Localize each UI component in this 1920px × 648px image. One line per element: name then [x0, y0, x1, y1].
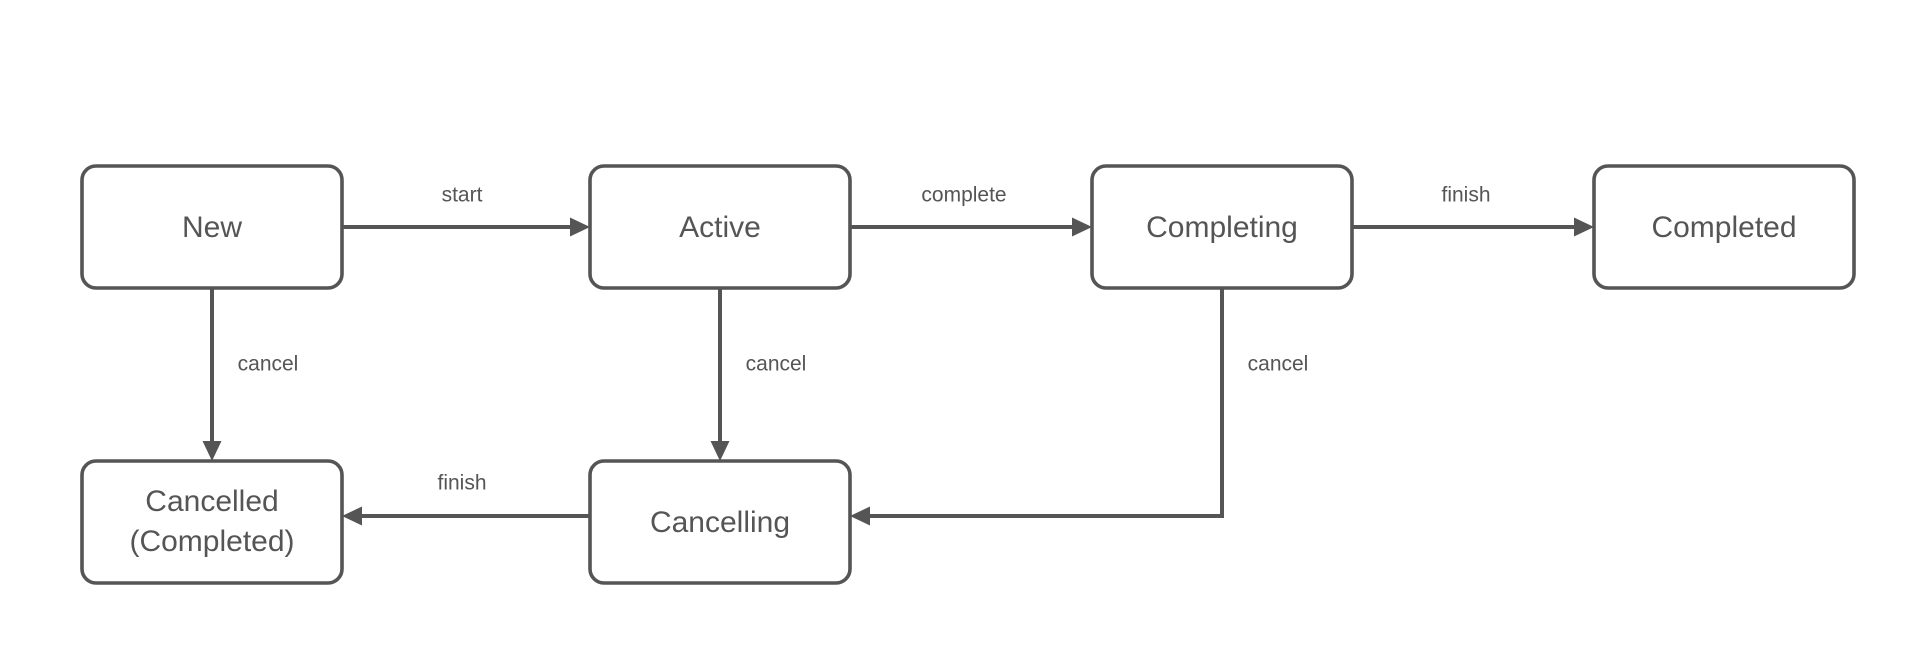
- edge-completing-cancelling: cancel: [850, 288, 1308, 526]
- state-node-cancelled-label-line2: (Completed): [129, 525, 294, 558]
- state-node-active-box[interactable]: [588, 164, 852, 290]
- edge-label-finish-bottom: finish: [437, 472, 486, 495]
- state-node-completing[interactable]: Completing: [1090, 164, 1354, 290]
- state-node-cancelled-label-line1: Cancelled: [145, 485, 278, 518]
- edge-label-cancel-new: cancel: [238, 353, 299, 376]
- edge-active-cancelling-arrowhead: [710, 441, 730, 461]
- state-node-completed-box[interactable]: [1592, 164, 1856, 290]
- state-node-completing-box[interactable]: [1090, 164, 1354, 290]
- edge-completing-completed-arrowhead: [1574, 217, 1594, 237]
- state-node-new[interactable]: New: [80, 164, 344, 290]
- edge-new-active-arrowhead: [570, 217, 590, 237]
- state-node-cancelled-box[interactable]: [80, 459, 344, 585]
- edge-label-start: start: [442, 184, 483, 207]
- edge-active-completing: complete: [850, 184, 1092, 237]
- state-node-completed-label: Completed: [1651, 211, 1796, 244]
- state-node-cancelling[interactable]: Cancelling: [588, 459, 852, 585]
- edge-new-cancelled-arrowhead: [202, 441, 222, 461]
- edge-active-cancelling: cancel: [710, 288, 807, 461]
- edge-completing-cancelling-line: [865, 288, 1224, 518]
- edge-cancelling-cancelled: finish: [342, 472, 590, 526]
- edge-completing-completed: finish: [1352, 184, 1594, 237]
- edge-new-cancelled: cancel: [202, 288, 299, 461]
- state-node-cancelling-label: Cancelling: [650, 506, 790, 539]
- state-node-cancelled[interactable]: Cancelled (Completed): [80, 459, 344, 585]
- state-node-new-label: New: [182, 211, 242, 244]
- edge-active-completing-arrowhead: [1072, 217, 1092, 237]
- state-node-completing-label: Completing: [1146, 211, 1298, 244]
- edge-label-cancel-active: cancel: [746, 353, 807, 376]
- edge-cancelling-cancelled-arrowhead: [342, 506, 362, 526]
- state-node-new-box[interactable]: [80, 164, 344, 290]
- state-node-cancelling-box[interactable]: [588, 459, 852, 585]
- edge-label-complete: complete: [921, 184, 1006, 207]
- state-node-active[interactable]: Active: [588, 164, 852, 290]
- edge-label-cancel-completing: cancel: [1248, 353, 1309, 376]
- state-node-completed[interactable]: Completed: [1592, 164, 1856, 290]
- edge-label-finish-top: finish: [1441, 184, 1490, 207]
- edge-new-active: start: [342, 184, 590, 237]
- state-node-active-label: Active: [679, 211, 761, 244]
- edge-completing-cancelling-arrowhead: [850, 506, 870, 526]
